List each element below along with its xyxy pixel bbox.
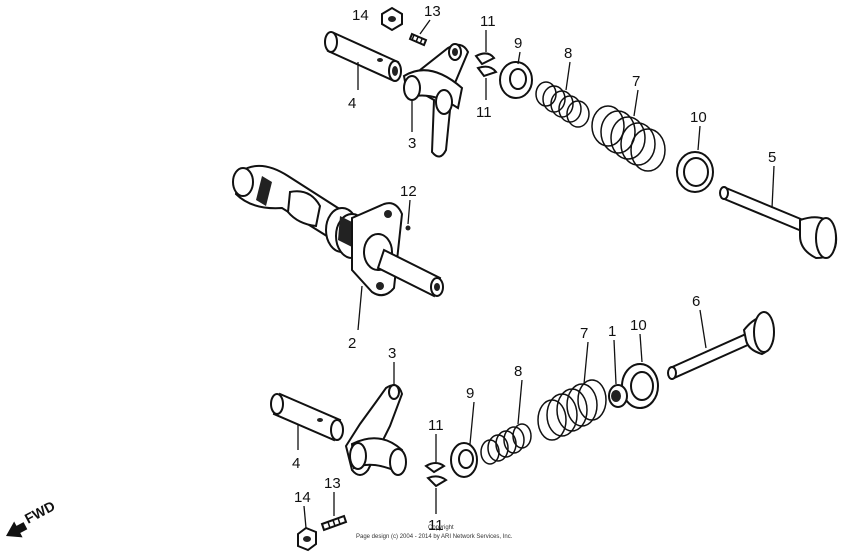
part-9-retainer-top [499, 61, 533, 99]
callout-4-top: 4 [348, 95, 356, 112]
leader-13-top [419, 19, 431, 35]
leader-10-top [697, 125, 701, 151]
callout-10-bottom: 10 [630, 317, 647, 334]
leader-12 [407, 199, 411, 225]
callout-13-top: 13 [424, 3, 441, 20]
part-3-rocker-arm-top [402, 43, 470, 158]
part-6-valve [667, 311, 775, 380]
fwd-arrow-icon [6, 521, 28, 538]
copyright-line-2: Page design (c) 2004 - 2014 by ARI Netwo… [356, 534, 513, 540]
part-3-rocker-arm-bottom [344, 384, 407, 476]
part-8-inner-spring-top [535, 81, 590, 128]
callout-11-bottom-a: 11 [428, 417, 444, 434]
callout-11-bottom-b: 11 [428, 517, 444, 534]
callout-4-bottom: 4 [292, 455, 300, 472]
callout-7-top: 7 [632, 73, 640, 90]
callout-1: 1 [608, 323, 616, 340]
fwd-label: FWD [22, 498, 58, 527]
leader-5 [771, 165, 775, 209]
leader-14-bottom [303, 505, 307, 529]
part-14-nut-top [381, 6, 403, 32]
leader-2 [357, 285, 363, 331]
leader-9-top [517, 51, 521, 65]
part-4-rocker-shaft-top [324, 31, 402, 82]
leader-10-bottom [639, 333, 643, 363]
callout-8-bottom: 8 [514, 363, 522, 380]
callout-11-top-b: 11 [476, 104, 492, 121]
part-7-outer-spring-top [591, 105, 666, 172]
part-12-pin [405, 225, 411, 231]
leader-7-top [633, 89, 639, 117]
copyright-line-1: Copyright [428, 525, 454, 531]
part-10-spring-seat-bottom [621, 363, 659, 409]
callout-9-top: 9 [514, 35, 522, 52]
part-13-screw-bottom [320, 514, 348, 532]
part-11-cotters-top [474, 52, 498, 78]
part-11-cotters-bottom [424, 462, 448, 488]
callout-14-top: 14 [352, 7, 369, 24]
part-5-valve [719, 186, 838, 260]
callout-11-top-a: 11 [480, 13, 496, 30]
part-13-screw-top [408, 32, 428, 47]
callout-6: 6 [692, 293, 700, 310]
part-7-outer-spring-bottom [537, 379, 607, 441]
part-14-nut-bottom [297, 526, 317, 552]
leader-6 [699, 309, 707, 349]
part-4-rocker-shaft-bottom [270, 392, 344, 442]
callout-8-top: 8 [564, 45, 572, 62]
callout-9-bottom: 9 [466, 385, 474, 402]
leader-8-bottom [517, 379, 523, 425]
leader-8-top [565, 61, 571, 91]
callout-7-bottom: 7 [580, 325, 588, 342]
callout-3-bottom: 3 [388, 345, 396, 362]
leader-7-bottom [583, 341, 589, 385]
callout-12: 12 [400, 183, 417, 200]
part-9-retainer-bottom [450, 442, 478, 478]
part-8-inner-spring-bottom [480, 423, 532, 465]
part-10-spring-seat-top [676, 151, 714, 193]
callout-5: 5 [768, 149, 776, 166]
leader-9-bottom [469, 401, 475, 445]
callout-3-top: 3 [408, 135, 416, 152]
callout-13-bottom: 13 [324, 475, 341, 492]
callout-10-top: 10 [690, 109, 707, 126]
part-1-stem-seal [608, 384, 628, 408]
part-2-camshaft [232, 165, 444, 298]
callout-14-bottom: 14 [294, 489, 311, 506]
callout-2: 2 [348, 335, 356, 352]
leader-1 [613, 339, 617, 385]
